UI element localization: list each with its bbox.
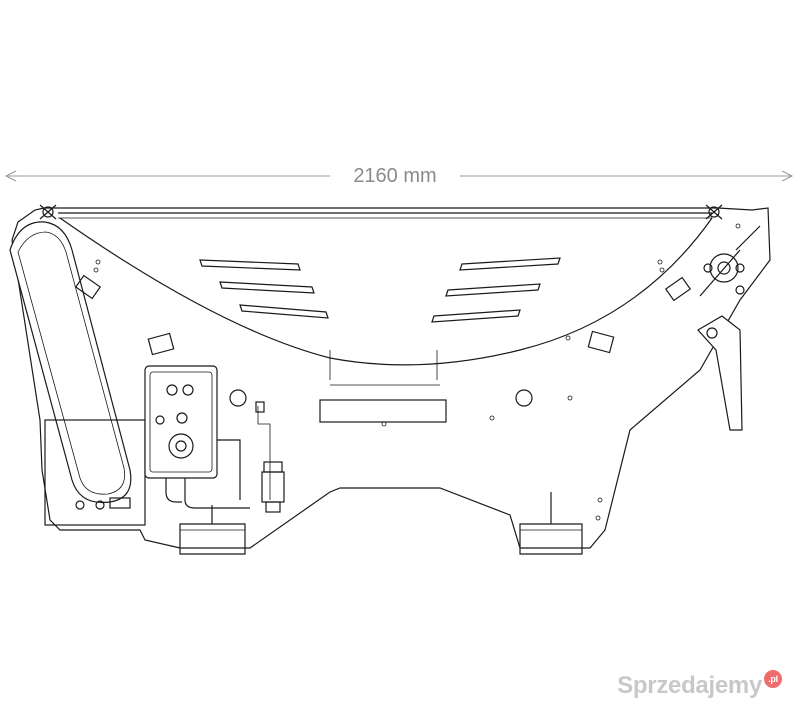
right-vent-slots	[431, 257, 561, 323]
watermark-tld: .pl	[764, 670, 782, 688]
watermark-brand: Sprzedajemy	[617, 672, 762, 699]
foot-left	[179, 505, 246, 555]
frame-outline	[11, 207, 771, 549]
belt-sander	[9, 221, 146, 526]
control-button-1	[166, 384, 178, 396]
tension-pulley	[699, 225, 761, 297]
mounting-holes	[93, 223, 741, 521]
swing-arm	[697, 315, 743, 431]
watermark-logo: Sprzedajemy.pl	[617, 670, 782, 704]
emergency-stop	[168, 433, 194, 459]
left-vent-slots	[199, 259, 329, 319]
plug-connector	[261, 461, 285, 513]
indicator-light	[155, 415, 165, 425]
curved-plate-edge	[59, 217, 713, 366]
corner-knob-left	[39, 204, 57, 220]
control-button-3	[176, 412, 188, 424]
control-button-2	[182, 384, 194, 396]
foot-right	[519, 492, 583, 555]
corner-knob-right	[705, 204, 723, 220]
control-box	[144, 365, 218, 479]
hole-left	[229, 389, 247, 407]
dimension-label: 2160 mm	[330, 163, 460, 189]
center-slot	[319, 399, 447, 423]
hole-right	[515, 389, 533, 407]
